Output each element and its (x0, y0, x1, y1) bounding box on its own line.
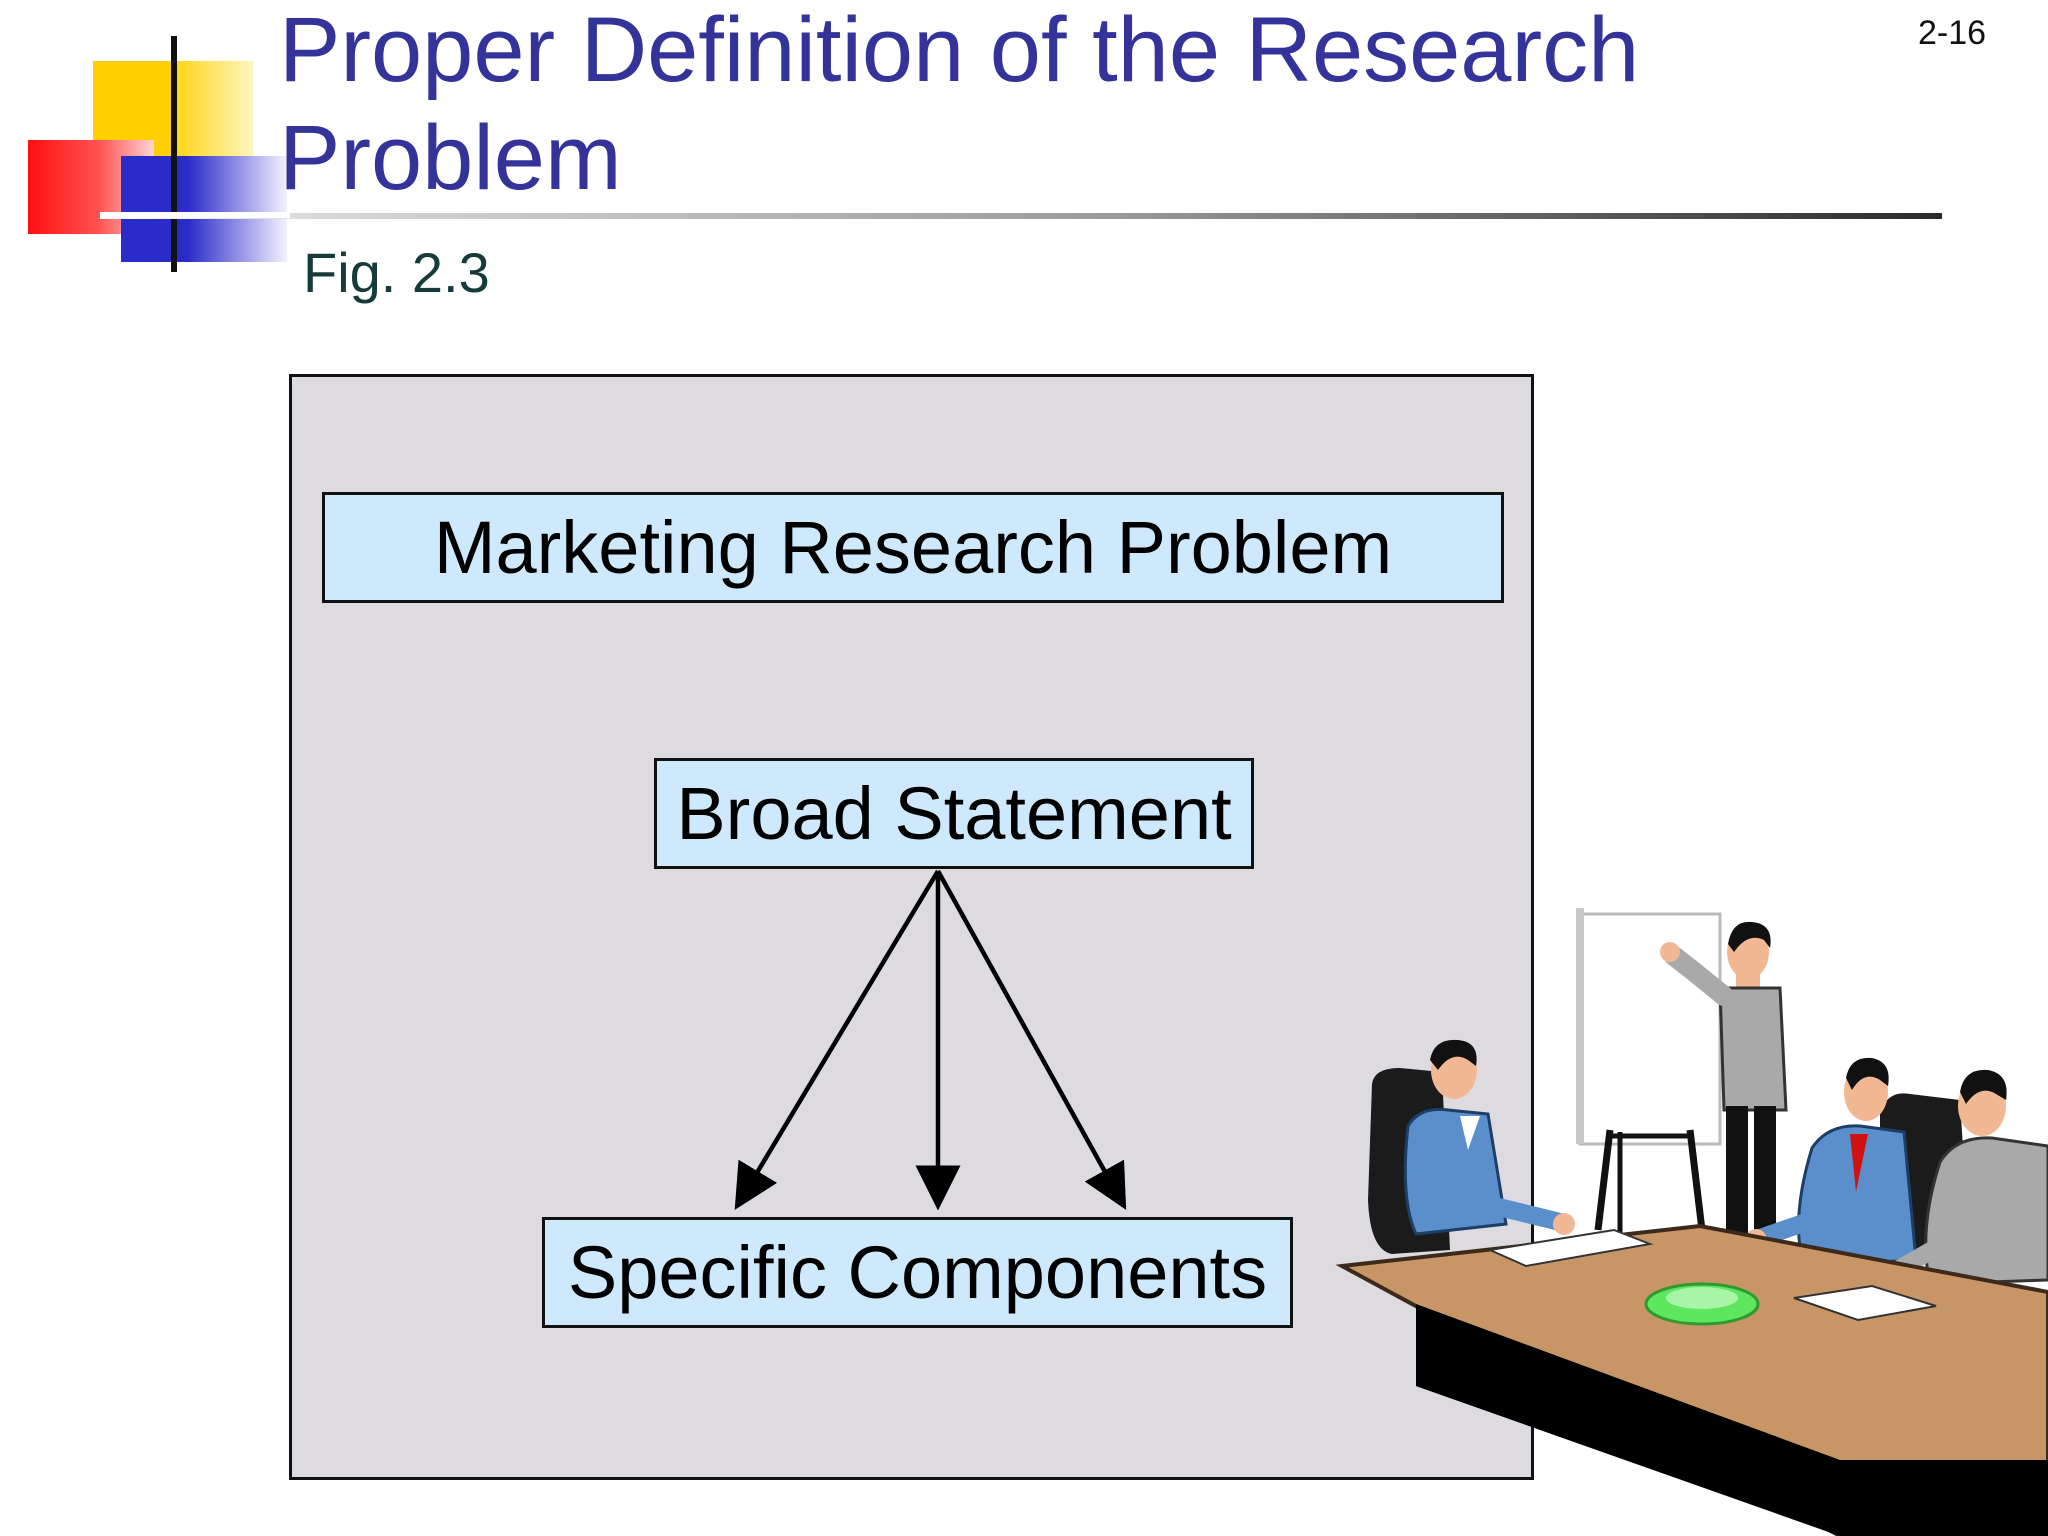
title-divider (100, 213, 1942, 219)
slide-title: Proper Definition of the Research Proble… (279, 0, 1640, 209)
blue-square (121, 156, 287, 262)
slide-number: 2-16 (1918, 14, 1987, 52)
broad-statement-box: Broad Statement (654, 758, 1254, 869)
figure-label: Fig. 2.3 (303, 241, 490, 304)
business-meeting-icon (1335, 908, 2048, 1536)
marketing-research-problem-box: Marketing Research Problem (322, 492, 1504, 603)
logo-horizontal-line (100, 212, 290, 218)
logo-vertical-line (171, 36, 177, 272)
decorative-squares-icon (0, 0, 300, 290)
specific-components-box: Specific Components (542, 1217, 1293, 1328)
